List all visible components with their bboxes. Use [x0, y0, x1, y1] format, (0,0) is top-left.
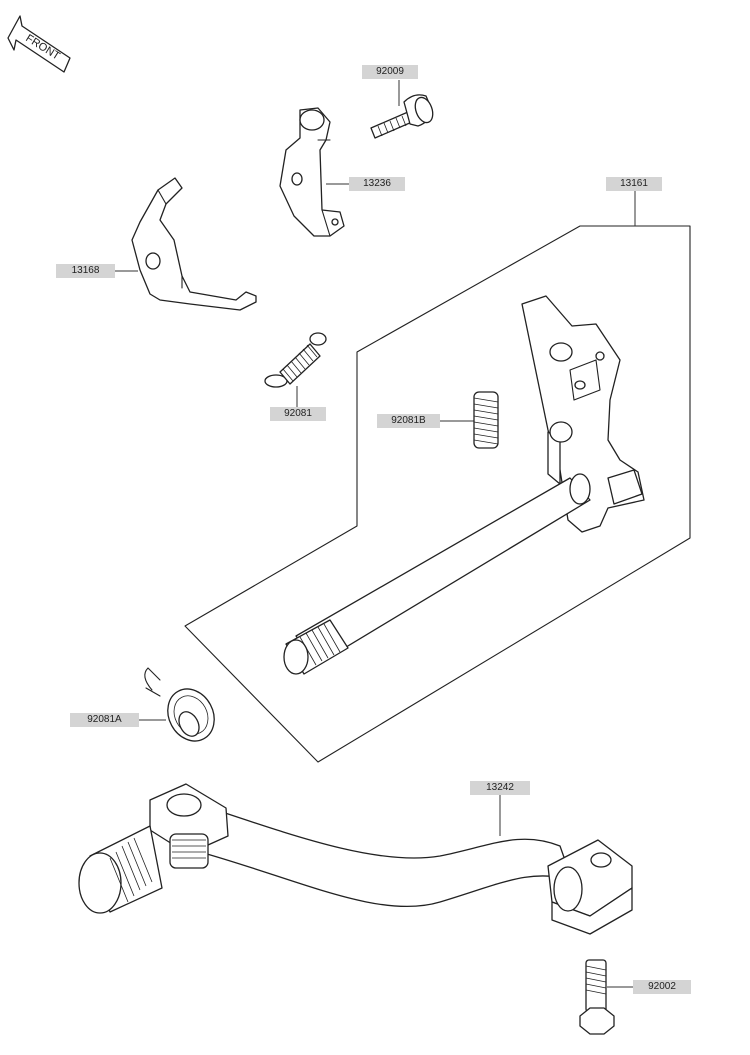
- bolt-92002: [579, 959, 615, 1035]
- shift-shaft-13161: [283, 295, 645, 675]
- spring-92081A: [144, 667, 215, 742]
- plate-13168: [131, 177, 257, 311]
- front-arrow-icon: FRONT: [7, 15, 71, 73]
- part-label-92081B: 92081B: [377, 414, 440, 428]
- spring-92081: [264, 332, 327, 388]
- assembly-outline: [184, 225, 691, 763]
- bracket-13236: [279, 107, 345, 237]
- part-label-92002: 92002: [633, 980, 691, 994]
- spring-92081B: [473, 391, 499, 449]
- shift-pedal-13242: [78, 783, 633, 935]
- part-label-13236: 13236: [349, 177, 405, 191]
- part-label-92009: 92009: [362, 65, 418, 79]
- part-label-13242: 13242: [470, 781, 530, 795]
- part-label-13168: 13168: [56, 264, 115, 278]
- bolt-92009: [370, 94, 434, 139]
- part-label-13161: 13161: [606, 177, 662, 191]
- part-label-92081A: 92081A: [70, 713, 139, 727]
- part-label-92081: 92081: [270, 407, 326, 421]
- leader-lines: [115, 80, 636, 988]
